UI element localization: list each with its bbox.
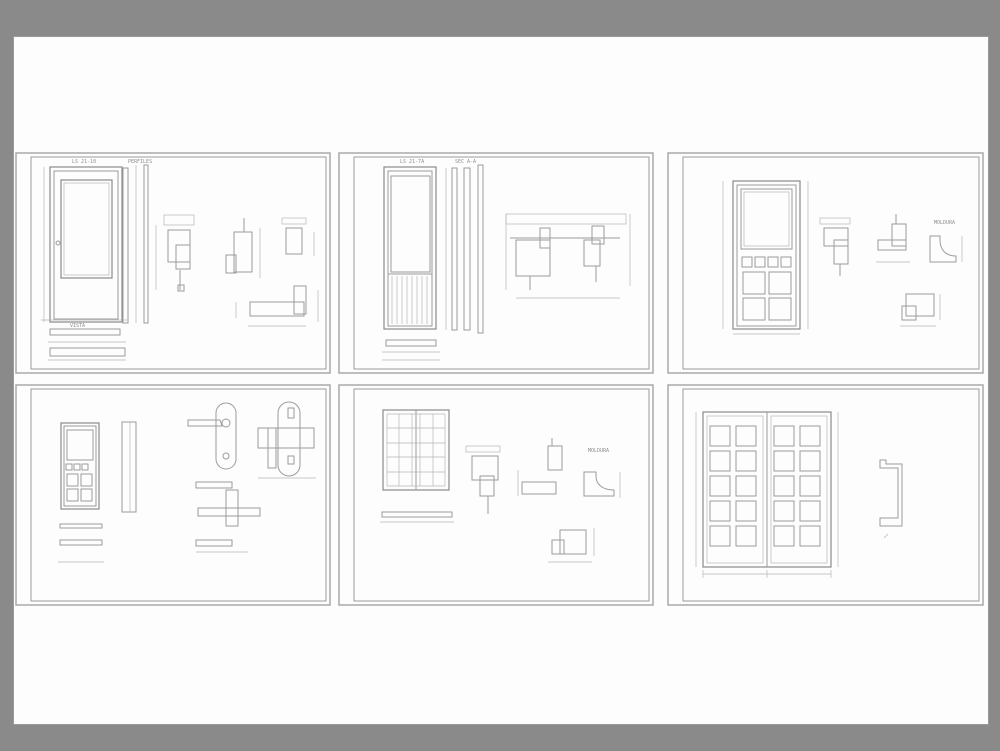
sheet-2-door-ls21-7a: LS 21-7A SEC A-A xyxy=(338,152,654,374)
sheet-2-door-slats xyxy=(391,276,428,324)
drawing-sheet xyxy=(13,36,989,725)
sheet-6-french-door xyxy=(667,384,984,606)
sheet-3-panel-door: MOLDURA xyxy=(667,152,984,374)
sheet-6-right-lites xyxy=(773,425,821,547)
sheet-1-door-ls21-10: LS 21-10 PERFILES VISTA xyxy=(15,152,331,374)
sheet-4-hardware xyxy=(15,384,331,606)
sheet-1-bottom-label: VISTA xyxy=(70,323,85,329)
sheet-5-detail-label: MOLDURA xyxy=(588,448,609,454)
sheet-6-left-lites xyxy=(709,425,757,547)
sheet-2-side-label: SEC A-A xyxy=(455,159,476,165)
sheet-3-detail-label: MOLDURA xyxy=(934,220,955,226)
sheet-1-title: LS 21-10 xyxy=(72,159,96,165)
sheet-5-glazing-grid xyxy=(386,413,446,487)
sheet-1-side-label: PERFILES xyxy=(128,159,152,165)
sheet-4-small-panels xyxy=(65,463,93,502)
sheet-3-small-panels xyxy=(741,256,792,268)
sheet-3-large-panels xyxy=(742,271,792,321)
sheet-2-title: LS 21-7A xyxy=(400,159,424,165)
sheet-5-double-door: MOLDURA xyxy=(338,384,654,606)
